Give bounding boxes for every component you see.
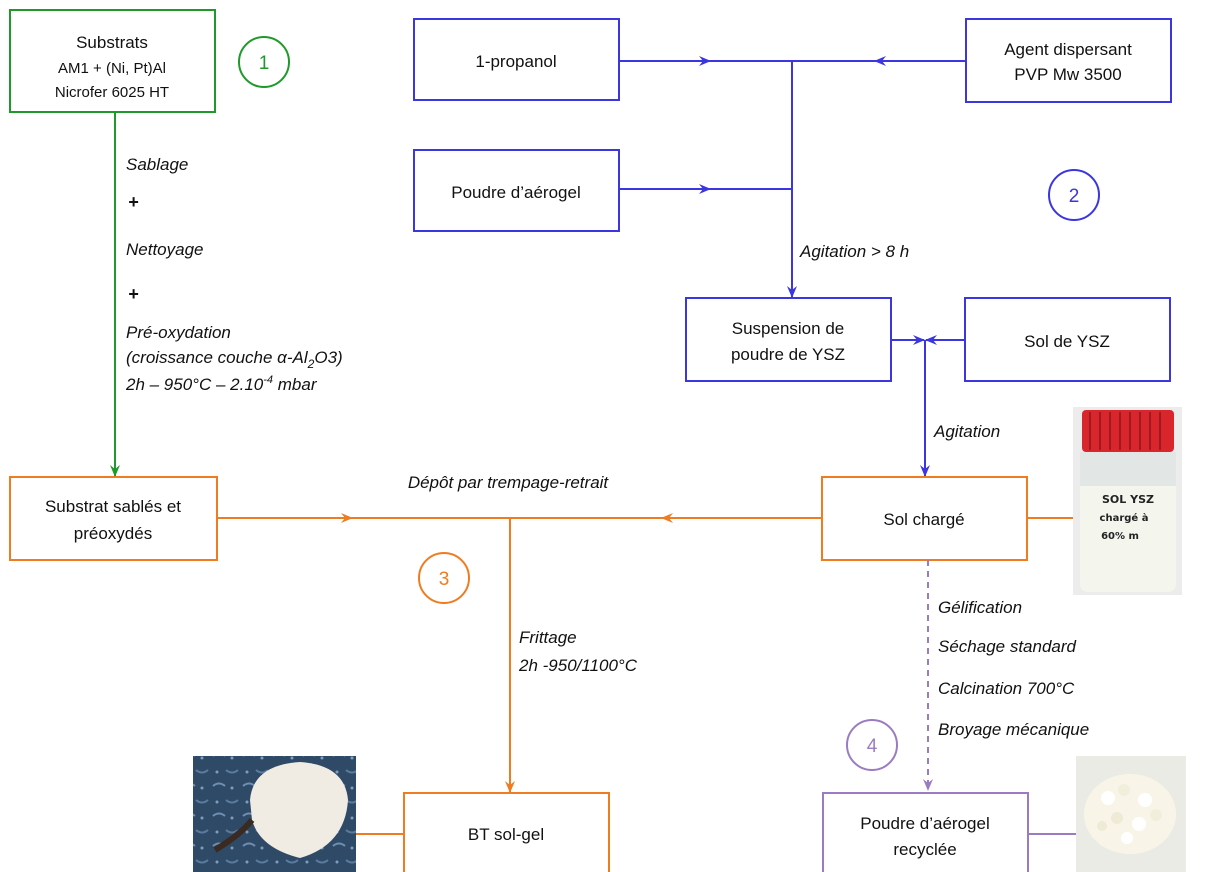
orange-flow: Substrat sablés et préoxydés Sol chargé … <box>9 473 1074 872</box>
dispersant-line-2: PVP Mw 3500 <box>1014 65 1121 84</box>
dispersant-line-1: Agent dispersant <box>1004 40 1132 59</box>
substrats-box <box>9 9 216 113</box>
suspension-line-1: Suspension de <box>732 319 844 338</box>
label-plus-1: + <box>128 192 139 212</box>
dispersant-box <box>965 18 1172 103</box>
label-frittage-temp: 2h -950/1100°C <box>518 656 638 675</box>
step-1-marker <box>238 36 290 88</box>
poudre-recyclee-line-1: Poudre d’aérogel <box>860 814 989 833</box>
step-3-number: 3 <box>439 569 450 590</box>
step-3-marker <box>418 552 470 604</box>
recycled-powder-photo <box>1076 756 1186 872</box>
label-sechage: Séchage standard <box>938 637 1077 656</box>
label-broyage: Broyage mécanique <box>938 720 1089 739</box>
step-2-marker <box>1048 169 1100 221</box>
label-nettoyage: Nettoyage <box>126 240 204 259</box>
propanol-label: 1-propanol <box>475 52 556 71</box>
poudre-aerogel-box <box>413 149 620 232</box>
propanol-box <box>413 18 620 101</box>
label-conditions: 2h – 950°C – 2.10-4 mbar <box>125 374 318 394</box>
bt-solgel-label: BT sol-gel <box>468 825 544 844</box>
label-preoxydation: Pré-oxydation <box>126 323 231 342</box>
bt-sample-photo <box>193 756 356 872</box>
label-plus-2: + <box>128 284 139 304</box>
suspension-box <box>685 297 892 382</box>
substrat-sables-line-1: Substrat sablés et <box>45 497 181 516</box>
poudre-recyclee-box <box>822 792 1029 872</box>
green-flow: Substrats AM1 + (Ni, Pt)Al Nicrofer 6025… <box>9 9 343 477</box>
jar-label-line-2: chargé à <box>1100 512 1149 524</box>
substrat-sables-box <box>9 476 218 561</box>
substrats-line-2: AM1 + (Ni, Pt)Al <box>58 60 166 77</box>
suspension-line-2: poudre de YSZ <box>731 345 845 364</box>
step-4-number: 4 <box>867 736 878 757</box>
label-croissance: (croissance couche α-Al2O3) <box>126 348 343 371</box>
sol-charge-label: Sol chargé <box>883 510 964 529</box>
label-calcination: Calcination 700°C <box>938 679 1075 698</box>
poudre-recyclee-line-2: recyclée <box>893 840 956 859</box>
sol-jar-photo: SOL YSZ chargé à 60% m <box>1073 407 1182 595</box>
blue-flow: 1-propanol Agent dispersant PVP Mw 3500 … <box>413 18 1172 477</box>
poudre-aerogel-label: Poudre d’aérogel <box>451 183 580 202</box>
label-depot: Dépôt par trempage-retrait <box>408 473 610 492</box>
label-frittage: Frittage <box>519 628 577 647</box>
jar-label-line-1: SOL YSZ <box>1102 493 1154 506</box>
label-gelification: Gélification <box>938 598 1022 617</box>
label-agitation-8h: Agitation > 8 h <box>799 242 909 261</box>
step-1-number: 1 <box>259 53 270 74</box>
label-agitation: Agitation <box>933 422 1000 441</box>
substrats-line-1: Substrats <box>76 33 148 52</box>
jar-label-line-3: 60% m <box>1101 531 1139 542</box>
step-2-number: 2 <box>1069 186 1080 207</box>
sol-charge-box <box>821 476 1028 561</box>
purple-flow: Gélification Séchage standard Calcinatio… <box>822 560 1089 872</box>
sol-ysz-label: Sol de YSZ <box>1024 332 1110 351</box>
label-sablage: Sablage <box>126 155 188 174</box>
substrats-line-3: Nicrofer 6025 HT <box>55 84 169 101</box>
substrat-sables-line-2: préoxydés <box>74 524 152 543</box>
bt-solgel-box <box>403 792 610 872</box>
step-4-marker <box>846 719 898 771</box>
